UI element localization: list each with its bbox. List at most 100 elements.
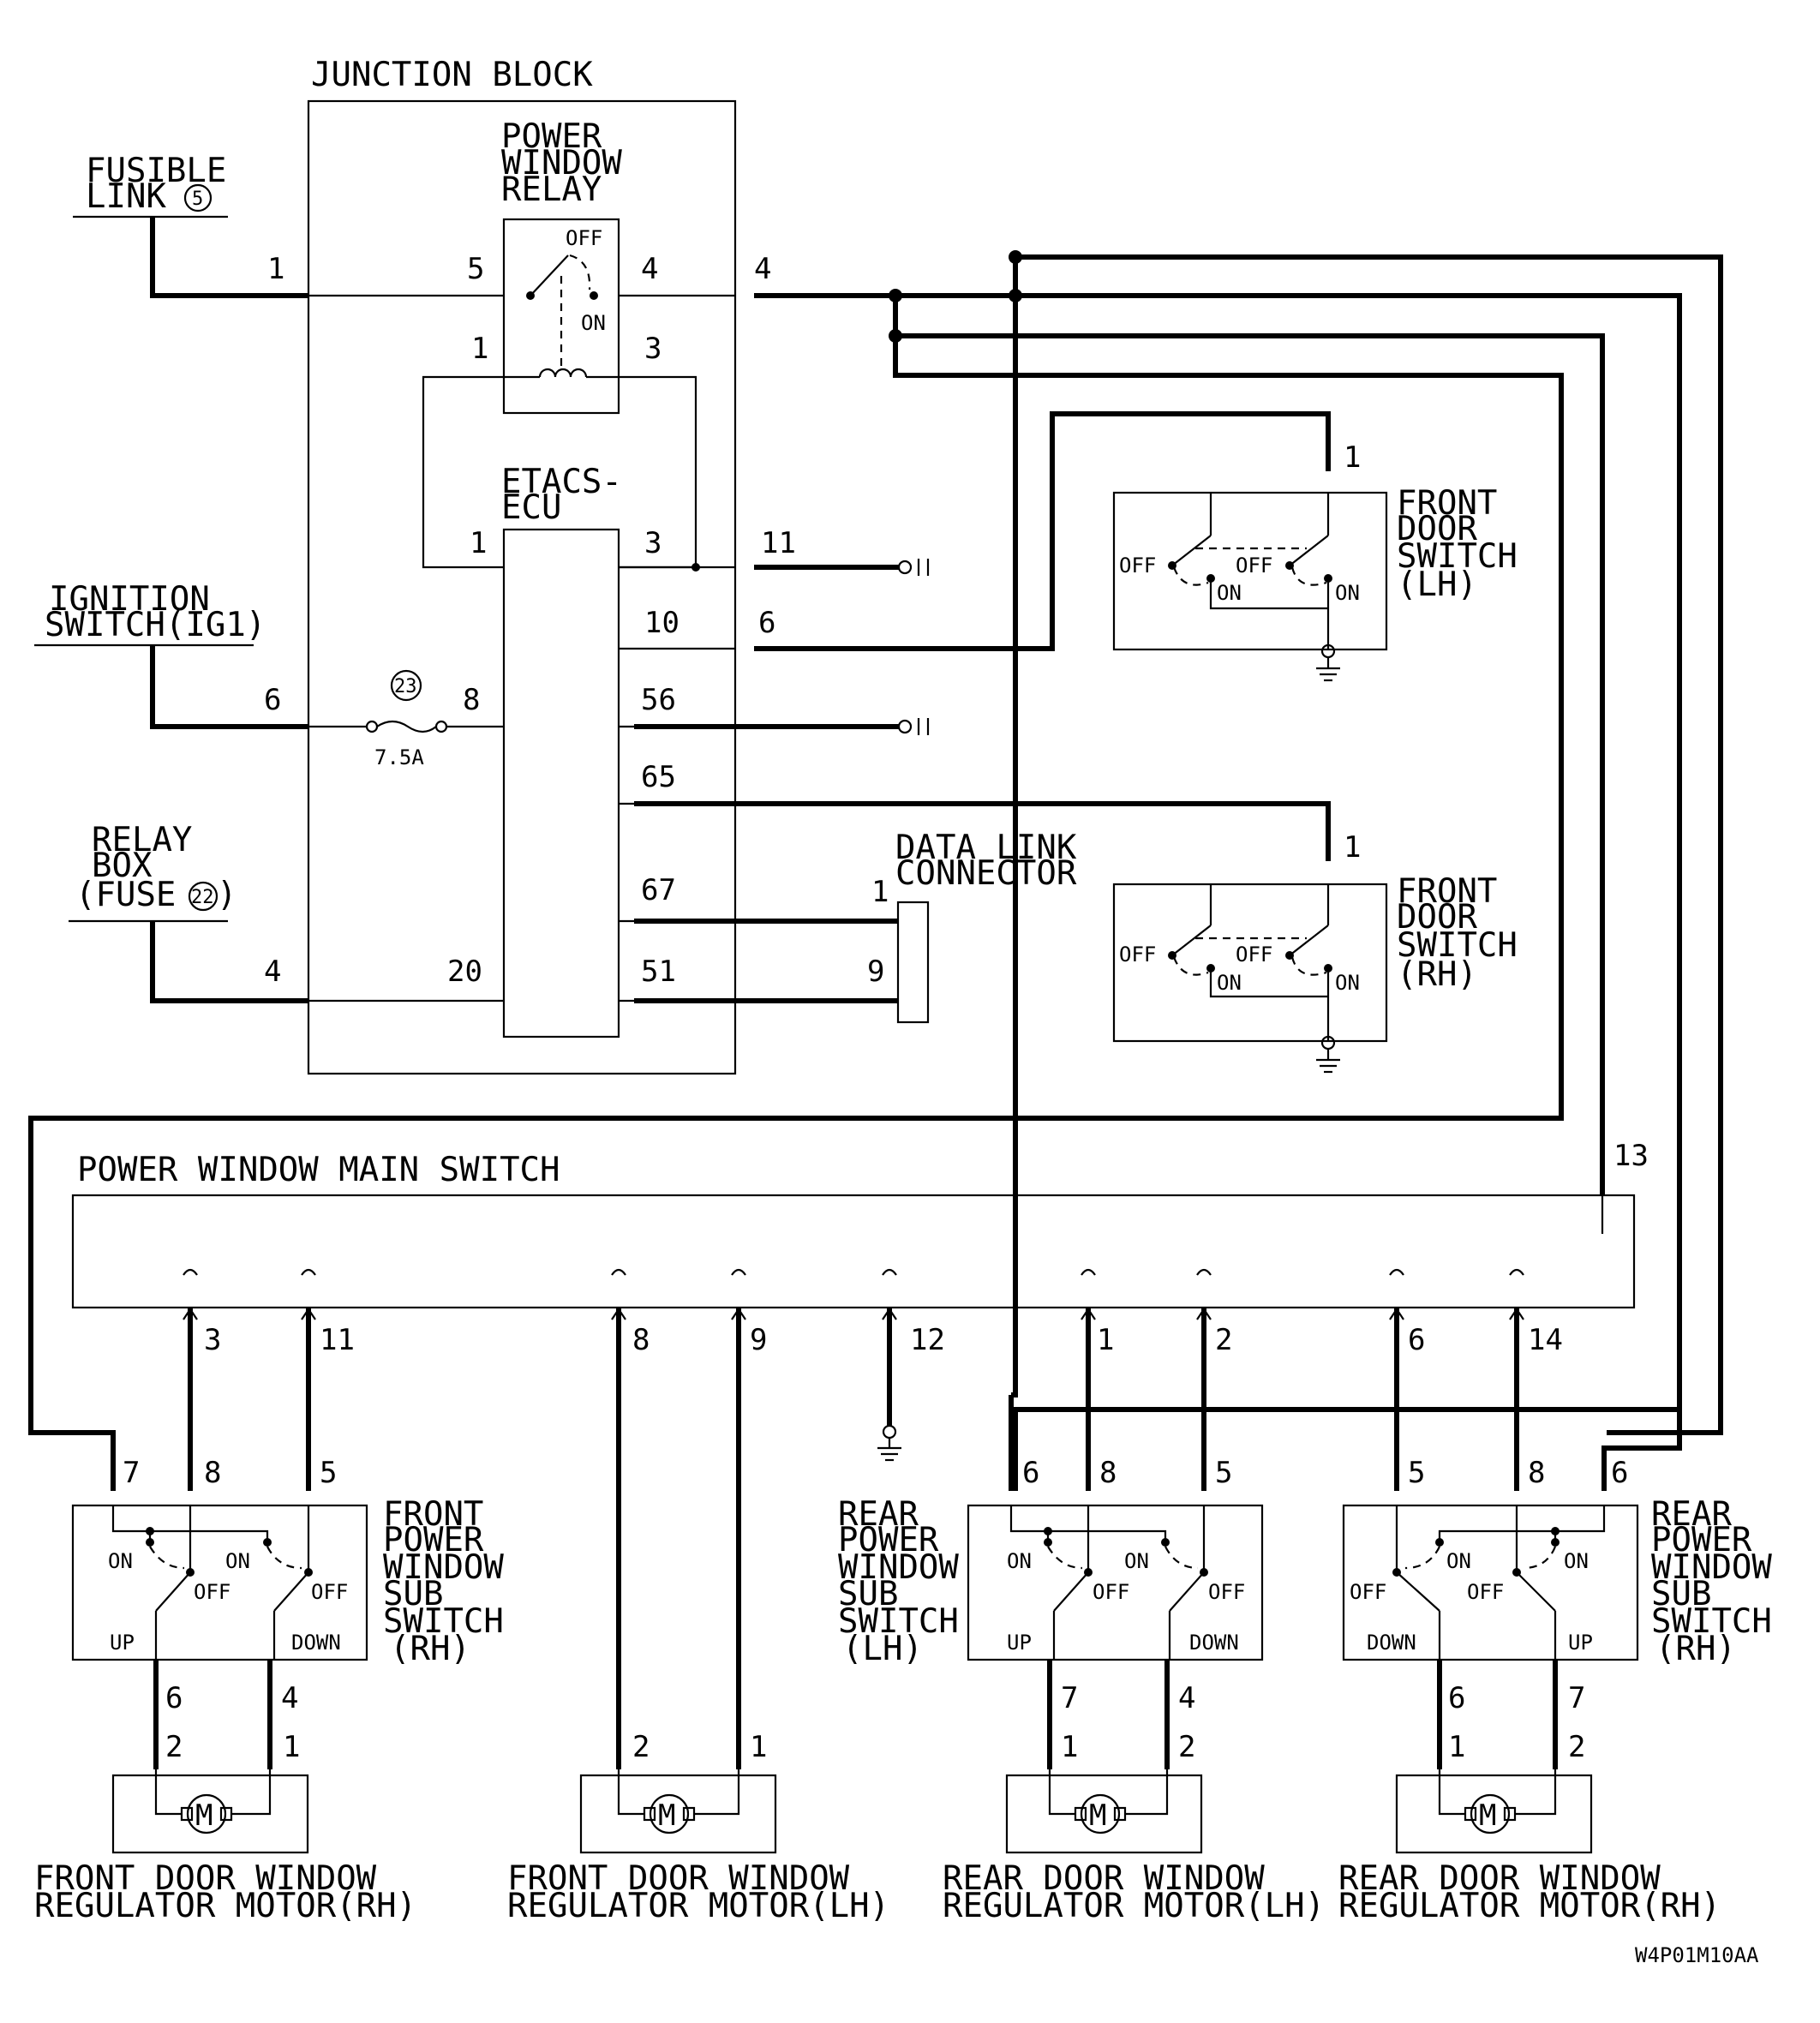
front-door-window-regulator-motor-rh: 2 1 M FRONT DOOR WINDOW REGULATOR MOTOR(… — [34, 1730, 416, 1925]
relay-off-label: OFF — [566, 226, 602, 250]
svg-text:1: 1 — [871, 875, 889, 909]
svg-text:4: 4 — [1178, 1681, 1195, 1715]
svg-text:8: 8 — [463, 683, 480, 717]
svg-text:ON: ON — [1007, 1549, 1032, 1573]
svg-text:POWER: POWER — [838, 1521, 939, 1559]
svg-text:6: 6 — [264, 683, 281, 717]
fuse-rating: 7.5A — [374, 745, 424, 769]
svg-text:REGULATOR MOTOR(RH): REGULATOR MOTOR(RH) — [34, 1887, 416, 1925]
svg-text:FRONT: FRONT — [1397, 872, 1497, 911]
svg-text:8: 8 — [1528, 1456, 1545, 1490]
svg-text:ON: ON — [1217, 971, 1242, 995]
svg-text:2: 2 — [1178, 1730, 1195, 1764]
svg-text:(FUSE: (FUSE — [75, 876, 176, 914]
svg-text:9: 9 — [867, 955, 884, 989]
relay-on-label: ON — [581, 311, 606, 335]
svg-text:1: 1 — [1061, 1730, 1078, 1764]
junction-block-pins: 1 5 4 4 1 3 1 3 11 10 6 6 8 56 65 67 4 2… — [264, 252, 796, 989]
svg-text:9: 9 — [750, 1323, 767, 1357]
svg-text:5: 5 — [1408, 1456, 1425, 1490]
svg-text:2: 2 — [1568, 1730, 1585, 1764]
svg-text:FRONT: FRONT — [1397, 484, 1497, 523]
svg-text:OFF: OFF — [1119, 554, 1156, 578]
data-link-connector: DATA LINK CONNECTOR 1 9 — [634, 829, 1077, 1024]
svg-text:4: 4 — [281, 1681, 298, 1715]
svg-text:6: 6 — [1022, 1456, 1039, 1490]
svg-text:DOOR: DOOR — [1397, 898, 1477, 937]
svg-text:1: 1 — [750, 1730, 767, 1764]
svg-text:SUB: SUB — [383, 1575, 443, 1613]
svg-text:SUB: SUB — [1651, 1575, 1711, 1613]
svg-text:1: 1 — [1448, 1730, 1465, 1764]
svg-text:FUSIBLE: FUSIBLE — [86, 152, 226, 190]
svg-text:M: M — [1479, 1799, 1496, 1833]
ignition-switch: IGNITION SWITCH(IG1) — [34, 580, 308, 729]
svg-text:OFF: OFF — [1350, 1580, 1386, 1604]
ecu-ground-56 — [634, 718, 930, 735]
svg-text:UP: UP — [1568, 1631, 1593, 1655]
power-bus-wires — [28, 250, 1723, 1491]
svg-text:8: 8 — [1099, 1456, 1117, 1490]
svg-text:ON: ON — [225, 1549, 250, 1573]
svg-text:7: 7 — [1061, 1681, 1078, 1715]
svg-text:M: M — [195, 1799, 213, 1833]
svg-text:1: 1 — [283, 1730, 300, 1764]
svg-text:20: 20 — [447, 955, 482, 989]
svg-text:1: 1 — [267, 252, 284, 286]
svg-text:OFF: OFF — [194, 1580, 230, 1604]
svg-text:6: 6 — [1611, 1456, 1628, 1490]
svg-text:OFF: OFF — [1236, 943, 1272, 967]
svg-text:1: 1 — [471, 332, 488, 366]
svg-text:ON: ON — [1124, 1549, 1149, 1573]
svg-text:SWITCH: SWITCH — [1397, 537, 1518, 576]
svg-text:POWER: POWER — [501, 117, 602, 156]
main-switch-output-wires — [183, 1268, 1524, 1769]
svg-text:REGULATOR MOTOR(RH): REGULATOR MOTOR(RH) — [1338, 1887, 1721, 1925]
svg-text:5: 5 — [320, 1456, 337, 1490]
svg-text:IGNITION: IGNITION — [49, 580, 210, 619]
svg-text:CONNECTOR: CONNECTOR — [895, 854, 1077, 893]
svg-text:6: 6 — [1448, 1681, 1465, 1715]
svg-text:11: 11 — [320, 1323, 355, 1357]
power-window-relay — [502, 218, 620, 415]
fusible-link-5: FUSIBLE LINK 5 — [73, 152, 308, 298]
front-power-window-sub-switch-rh: 7 8 5 FRONT POWER WINDOW SUB SWITCH (RH)… — [71, 1456, 504, 1769]
svg-text:M: M — [1089, 1799, 1106, 1833]
svg-text:5: 5 — [467, 252, 484, 286]
svg-text:SWITCH: SWITCH — [383, 1602, 504, 1641]
svg-text:51: 51 — [641, 955, 676, 989]
svg-text:RELAY: RELAY — [92, 821, 192, 859]
svg-text:SWITCH: SWITCH — [1651, 1602, 1772, 1641]
svg-text:ECU: ECU — [501, 488, 561, 527]
svg-text:6: 6 — [758, 606, 775, 640]
svg-text:(RH): (RH) — [1397, 955, 1477, 994]
svg-text:LINK: LINK — [86, 177, 166, 216]
svg-text:OFF: OFF — [311, 1580, 348, 1604]
svg-text:OFF: OFF — [1236, 554, 1272, 578]
svg-text:14: 14 — [1528, 1323, 1563, 1357]
svg-text:OFF: OFF — [1208, 1580, 1245, 1604]
svg-text:UP: UP — [110, 1631, 135, 1655]
svg-text:REGULATOR MOTOR(LH): REGULATOR MOTOR(LH) — [507, 1887, 889, 1925]
svg-text:11: 11 — [761, 526, 796, 560]
svg-text:13: 13 — [1613, 1139, 1649, 1173]
svg-text:5: 5 — [1215, 1456, 1232, 1490]
svg-text:M: M — [658, 1799, 675, 1833]
svg-text:FRONT DOOR WINDOW: FRONT DOOR WINDOW — [507, 1859, 850, 1898]
svg-text:OFF: OFF — [1119, 943, 1156, 967]
svg-text:REGULATOR MOTOR(LH): REGULATOR MOTOR(LH) — [943, 1887, 1325, 1925]
svg-text:WINDOW: WINDOW — [383, 1548, 504, 1587]
svg-text:OFF: OFF — [1467, 1580, 1504, 1604]
svg-text:POWER: POWER — [383, 1521, 484, 1559]
svg-text:2: 2 — [165, 1730, 183, 1764]
svg-text:3: 3 — [644, 526, 662, 560]
svg-text:12: 12 — [910, 1323, 945, 1357]
svg-text:ON: ON — [1217, 581, 1242, 605]
svg-text:1: 1 — [470, 526, 487, 560]
svg-text:4: 4 — [754, 252, 771, 286]
svg-text:DOWN: DOWN — [291, 1631, 341, 1655]
svg-text:2: 2 — [1215, 1323, 1232, 1357]
svg-text:65: 65 — [641, 760, 676, 794]
svg-text:): ) — [217, 876, 236, 914]
